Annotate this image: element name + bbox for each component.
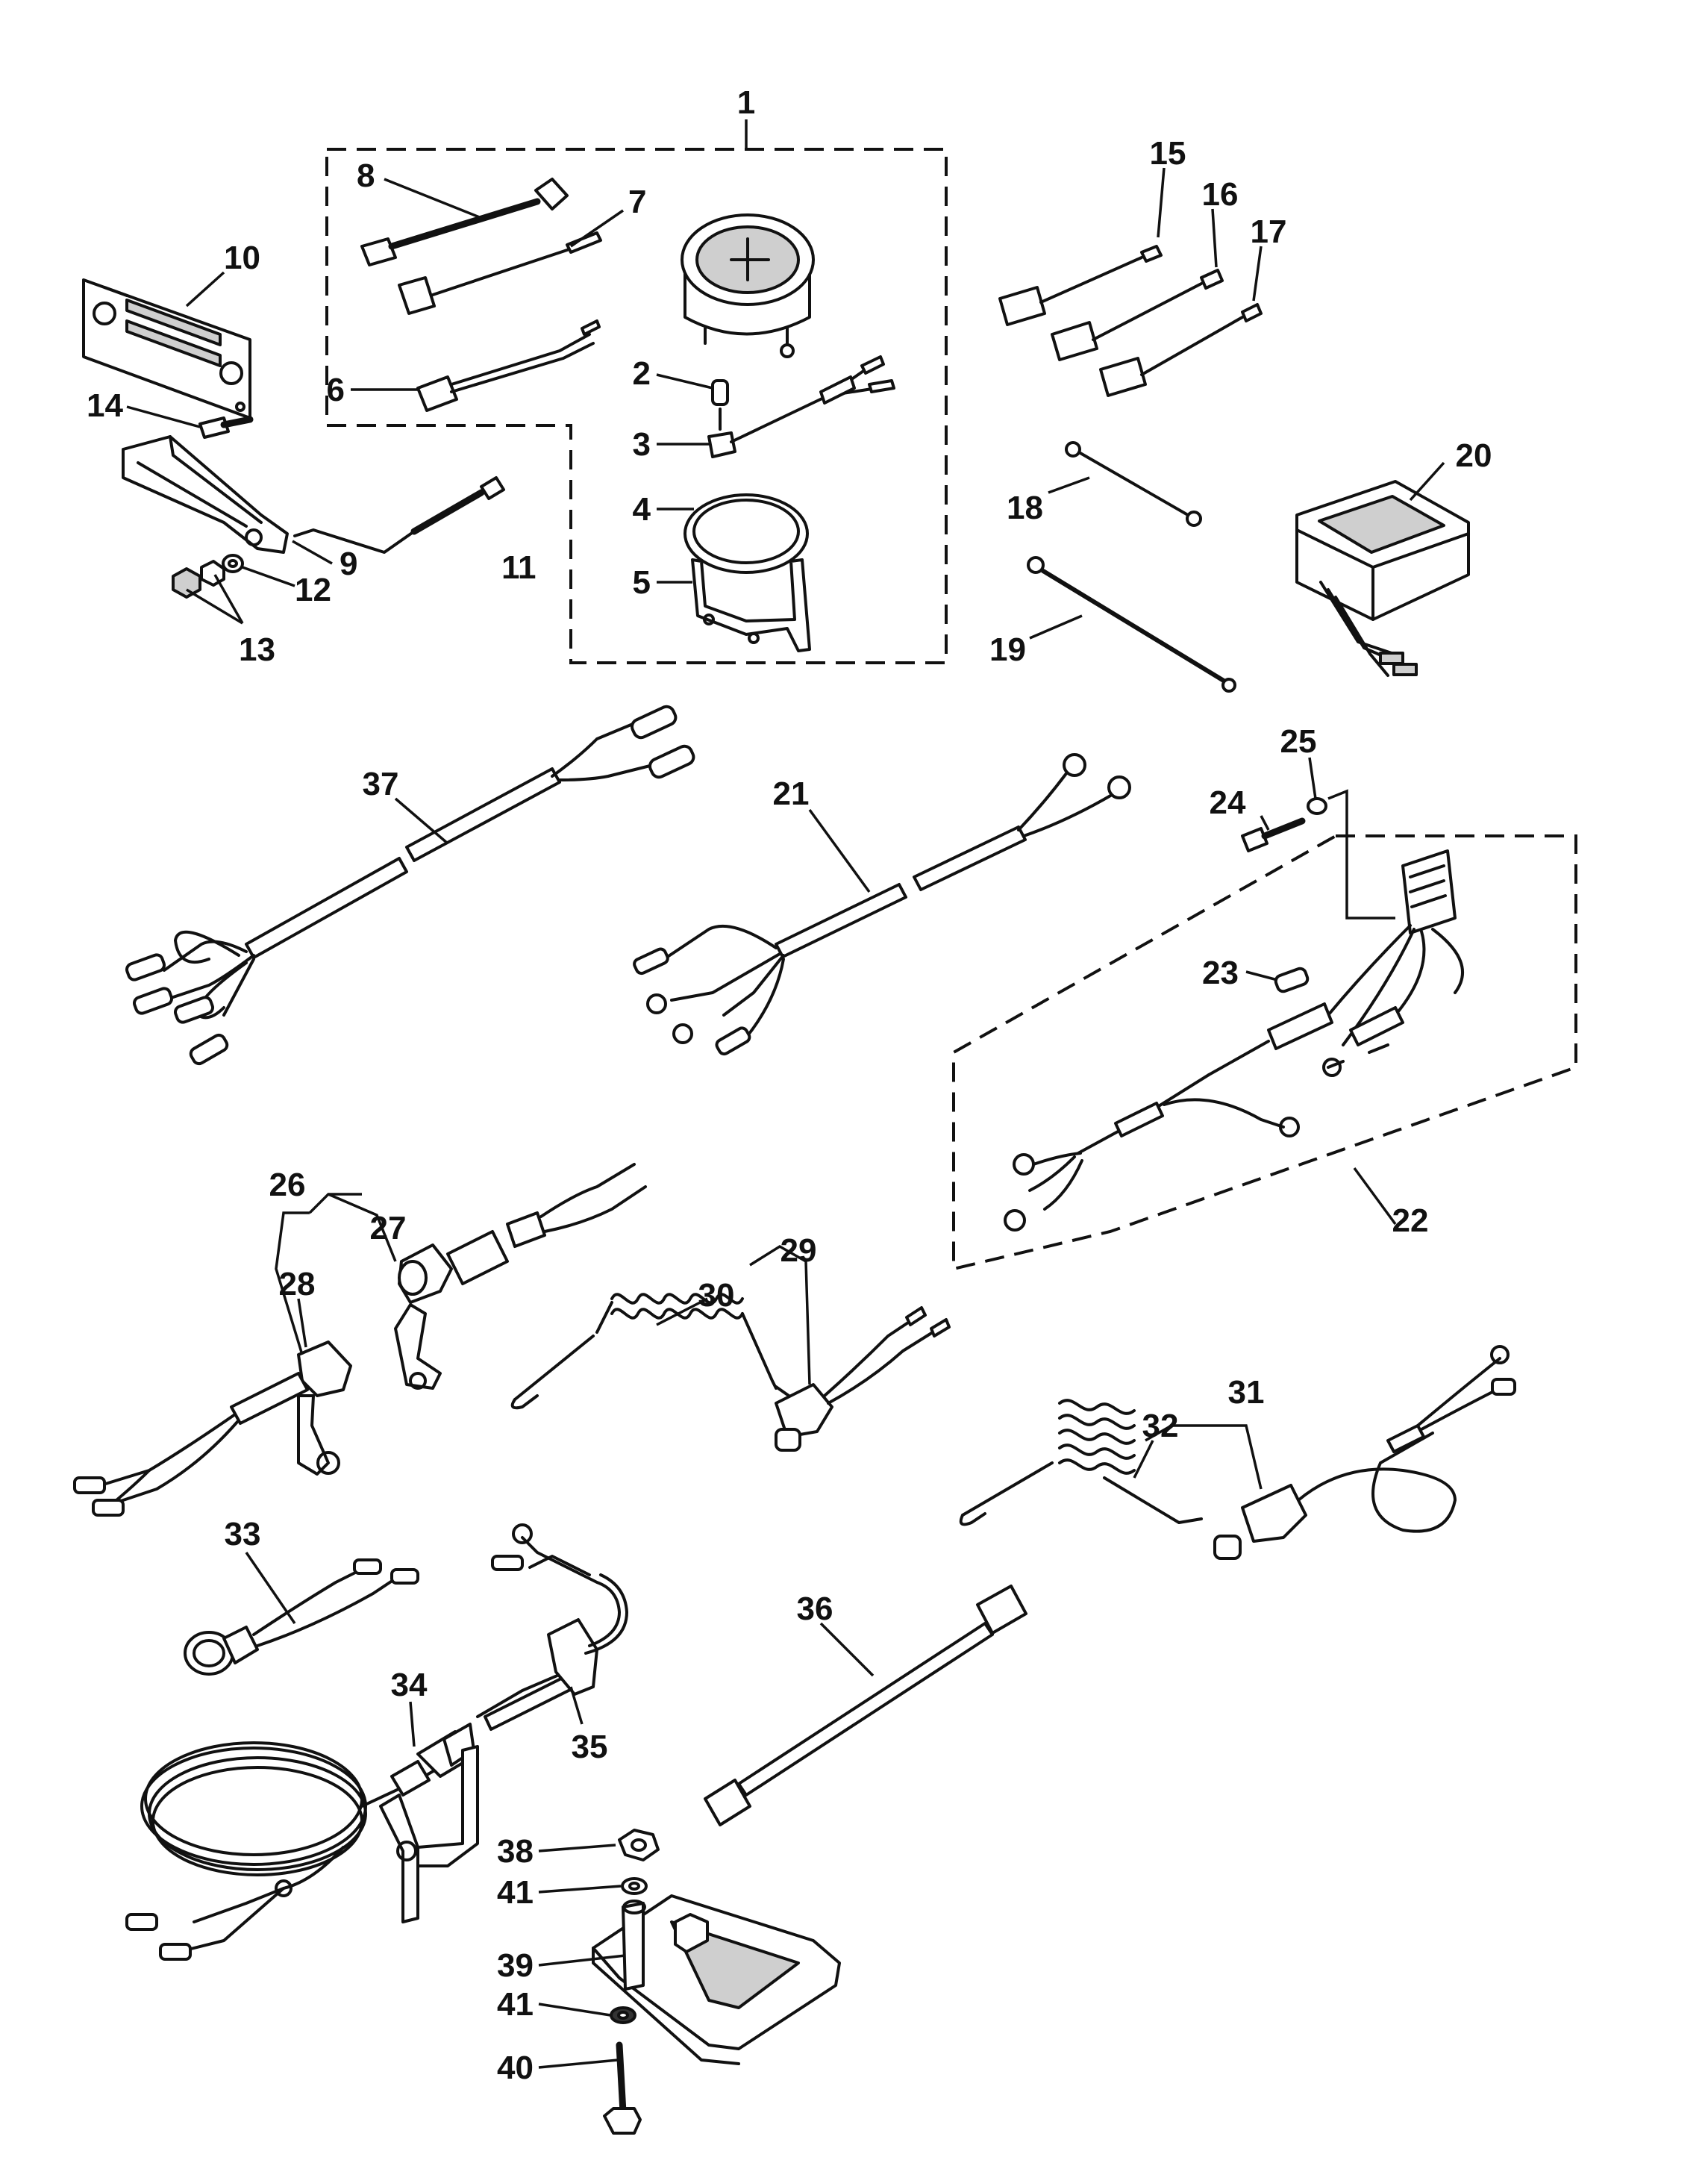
callout-11: 11 [501,549,537,586]
switch-part-31 [1213,1345,1516,1560]
harness-part-33 [184,1558,419,1676]
connector-harness-part-17 [1099,303,1263,397]
bracket-part-9 [122,435,289,554]
callout-31: 31 [1228,1374,1265,1411]
callout-37: 37 [363,766,399,802]
callout-22: 22 [1392,1202,1429,1239]
callout-18: 18 [1007,490,1043,526]
callout-10: 10 [224,240,260,276]
callout-3: 3 [633,426,651,463]
callout-36: 36 [797,1591,833,1627]
lamp-socket-part-3 [707,355,895,458]
washer-part-41-top [621,1877,648,1895]
regulator-part-20 [1295,480,1470,677]
callout-5: 5 [633,564,651,601]
callout-35: 35 [572,1729,608,1765]
callout-40: 40 [497,2050,534,2086]
switch-part-27 [394,1163,647,1390]
callout-7: 7 [628,184,646,220]
switch-part-28 [73,1340,352,1517]
callout-14: 14 [87,387,123,424]
wire-part-19 [1027,556,1236,693]
screw-part-14 [198,416,254,439]
washer-part-25 [1307,797,1327,815]
connector-harness-part-16 [1051,269,1224,361]
washer-part-12 [222,554,244,573]
fuse-part-23 [1274,967,1310,993]
callout-labels: 1 2 3 4 5 6 7 8 9 10 11 12 13 14 15 16 1… [87,84,1492,2086]
lanyard-part-30 [510,1293,807,1410]
callout-41-bottom: 41 [497,1986,534,2023]
grommet-part-35 [491,1523,628,1696]
kit-22-group-box [952,834,1577,1271]
bracket-part-5 [691,558,811,652]
switch-part-29 [775,1306,951,1452]
cable-part-36 [704,1585,1027,1826]
callout-23: 23 [1202,955,1239,991]
callout-26: 26 [269,1167,306,1203]
harness-part-22 [1004,849,1464,1232]
callout-17: 17 [1251,213,1287,250]
lanyard-part-32 [959,1399,1203,1526]
connector-harness-part-15 [998,245,1163,326]
callout-33: 33 [225,1516,261,1552]
callout-30: 30 [698,1277,735,1314]
callout-16: 16 [1202,176,1239,213]
callout-19: 19 [989,631,1026,668]
callout-21: 21 [773,775,810,812]
harness-part-8 [360,178,569,266]
gauge-instrument [681,213,815,358]
callout-29: 29 [781,1232,817,1269]
callout-38: 38 [497,1833,534,1870]
callout-6: 6 [327,372,345,408]
callout-1: 1 [737,84,755,121]
ring-part-4 [683,493,809,574]
bolt-part-11 [293,476,505,554]
harness-part-34 [125,1667,589,1961]
mount-bracket-part-39 [592,1894,841,2065]
callout-34: 34 [391,1667,428,1703]
harness-part-6 [416,319,601,412]
callout-15: 15 [1150,135,1186,172]
callout-4: 4 [633,491,651,528]
callout-27: 27 [370,1210,407,1246]
kit-1-group-box [325,148,948,664]
callout-25: 25 [1280,723,1317,760]
callout-8: 8 [357,157,375,194]
callout-12: 12 [295,572,331,608]
leader-lines [126,167,1445,2069]
callout-2: 2 [633,355,651,392]
callout-24: 24 [1210,784,1246,821]
harness-part-21 [633,753,1131,1056]
screw-part-24 [1241,817,1306,852]
callout-9: 9 [340,546,357,582]
bolt-part-40 [603,2041,642,2135]
callout-20: 20 [1456,437,1492,474]
nut-part-38 [618,1829,660,1861]
callout-28: 28 [279,1266,316,1302]
callout-32: 32 [1142,1408,1179,1444]
harness-part-37 [125,705,695,1066]
harness-part-7 [398,231,602,315]
washer-part-41-bottom [610,2006,636,2024]
lamp-part-2 [711,379,729,431]
callout-39: 39 [497,1947,534,1984]
wire-part-18 [1065,441,1202,527]
callout-41-top: 41 [497,1874,534,1911]
callout-13: 13 [239,631,275,668]
